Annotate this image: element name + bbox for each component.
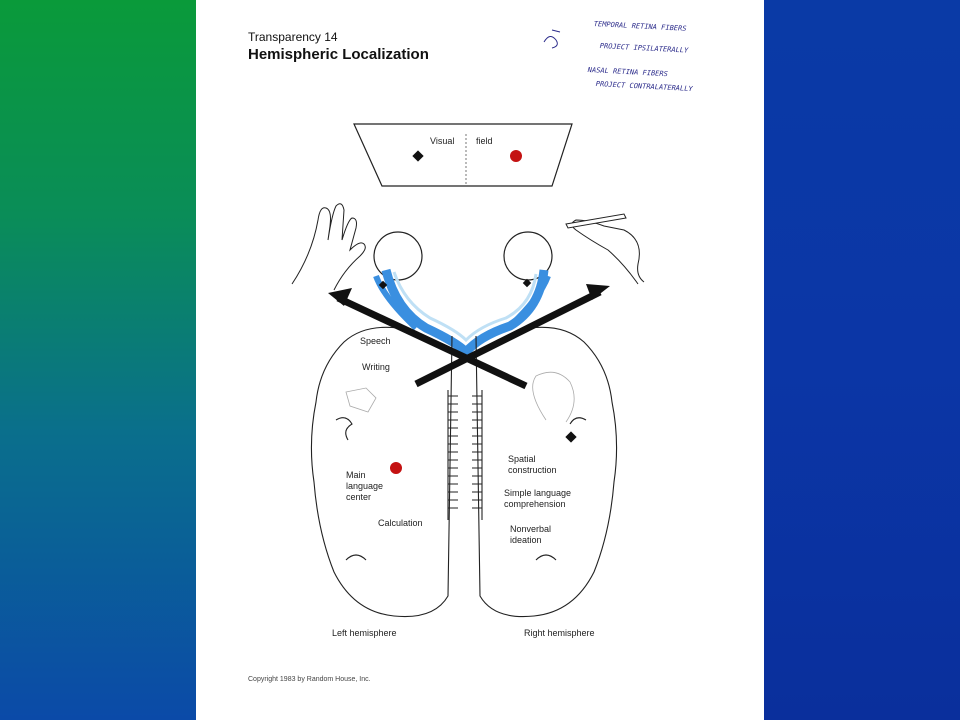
red-dot-stimulus xyxy=(510,150,522,162)
visual-label: Visual xyxy=(430,136,455,146)
simple-language-label: Simple language comprehension xyxy=(504,488,571,510)
right-blue-panel xyxy=(764,0,960,720)
arrow-up-right-head xyxy=(586,284,610,300)
nonverbal-line-1: Nonverbal xyxy=(510,524,552,534)
transparency-number: Transparency 14 xyxy=(248,30,338,44)
simple-language-line-1: Simple language xyxy=(504,488,572,498)
spatial-black-diamond xyxy=(565,431,577,443)
faint-hand-sketches xyxy=(345,371,575,423)
nonverbal-ideation-label: Nonverbal ideation xyxy=(510,524,551,546)
spatial-line-1: Spatial xyxy=(508,454,536,464)
calculation-label: Calculation xyxy=(378,518,423,528)
spatial-construction-label: Spatial construction xyxy=(508,454,557,476)
brain-outline xyxy=(310,326,618,618)
optic-pathways xyxy=(373,268,551,359)
left-retina-marker xyxy=(378,280,388,290)
black-diamond-stimulus xyxy=(412,150,424,162)
left-hand-icon xyxy=(291,203,366,291)
brain-diagram xyxy=(291,29,645,618)
simple-language-line-2: comprehension xyxy=(504,499,566,509)
arrow-to-right-shaft xyxy=(414,288,602,388)
left-gradient-panel xyxy=(0,0,196,720)
handwritten-mark xyxy=(543,29,561,49)
main-language-line-3: center xyxy=(346,492,372,502)
main-language-line-1: Main xyxy=(346,470,366,480)
spatial-line-2: construction xyxy=(508,465,557,475)
right-hemisphere-label: Right hemisphere xyxy=(524,628,595,638)
crossing-arrows xyxy=(328,284,610,390)
left-eyeball xyxy=(373,231,423,281)
main-language-center-label: Main language center xyxy=(346,470,383,503)
copyright-footer: Copyright 1983 by Random House, Inc. xyxy=(248,676,371,683)
right-hand-with-pen-icon xyxy=(565,213,645,285)
main-language-red-dot xyxy=(390,462,402,474)
transparency-sheet: Transparency 14 Hemispheric Localization… xyxy=(196,0,764,720)
main-language-line-2: language xyxy=(346,481,384,491)
speech-label: Speech xyxy=(360,336,391,346)
arrow-up-left-head xyxy=(328,288,352,306)
visual-field-screen xyxy=(353,123,573,187)
nonverbal-line-2: ideation xyxy=(510,535,542,545)
writing-label: Writing xyxy=(362,362,390,372)
arrow-to-left-shaft xyxy=(336,294,528,390)
right-retina-marker xyxy=(522,278,532,288)
eyes xyxy=(373,231,553,281)
left-hemisphere-label: Left hemisphere xyxy=(332,628,397,638)
page-title: Hemispheric Localization xyxy=(248,46,429,63)
field-label: field xyxy=(476,136,493,146)
